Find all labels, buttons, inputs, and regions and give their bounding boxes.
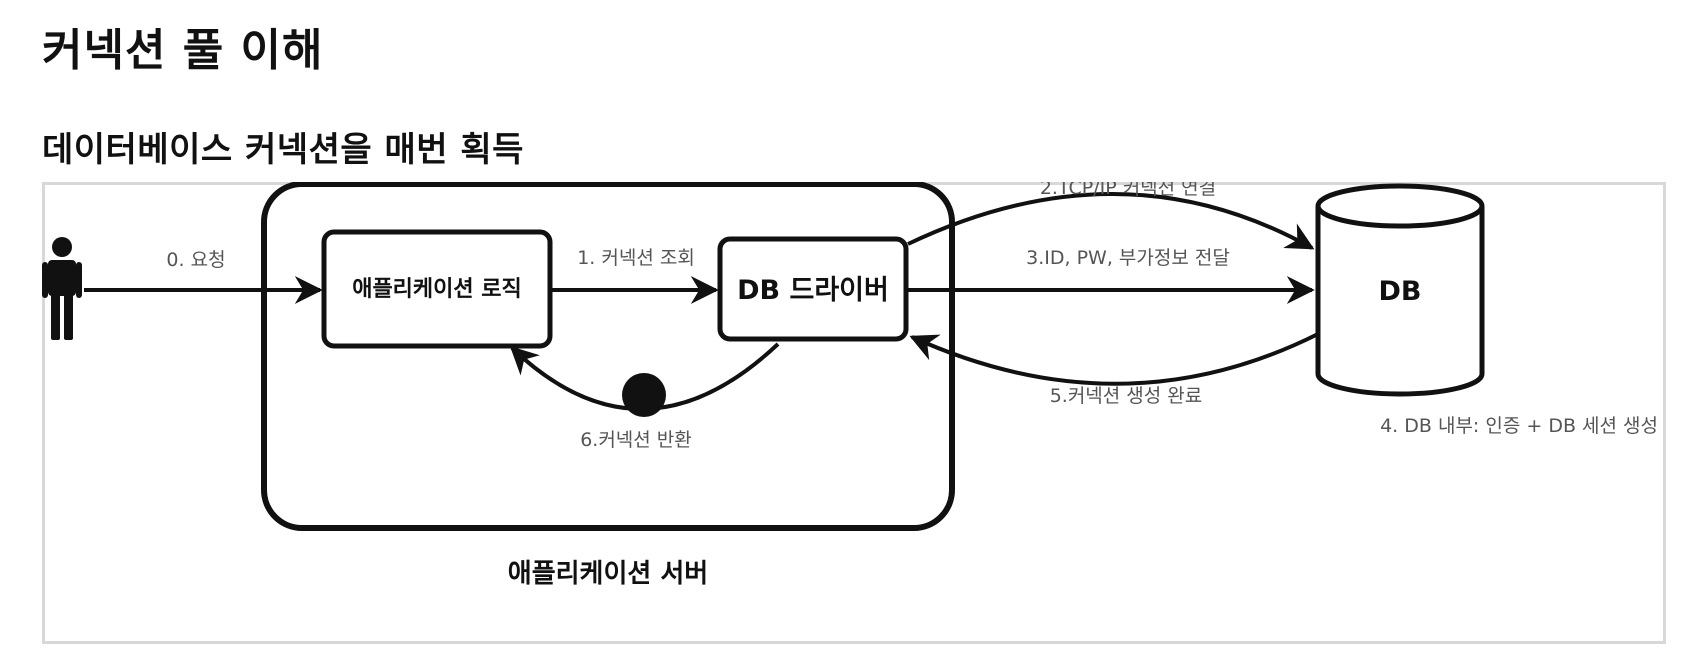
arrow-step5 (909, 332, 1319, 386)
page-title: 커넥션 풀 이해 (42, 25, 324, 76)
connection-diagram: 애플리케이션 로직 DB 드라이버 DB 0. 요청 1. 커넥션 조회 2.T… (42, 182, 1658, 589)
step5-label: 5.커넥션 생성 완료 (1050, 385, 1203, 407)
db-label: DB (1379, 276, 1422, 307)
step4-label: 4. DB 내부: 인증 + DB 세션 생성 (1380, 415, 1658, 437)
app-server-box (261, 182, 955, 531)
step0-label: 0. 요청 (166, 249, 225, 271)
arrow-step2 (907, 192, 1315, 250)
db-driver-box (717, 236, 909, 342)
app-logic-box (321, 229, 553, 349)
app-server-label: 애플리케이션 서버 (508, 559, 708, 589)
user-icon (42, 237, 82, 340)
step2-label: 2.TCP/IP 커넥션 연결 (1040, 182, 1216, 199)
section-heading: 데이터베이스 커넥션을 매번 획득 (42, 130, 524, 170)
step1-label: 1. 커넥션 조회 (577, 247, 695, 269)
db-driver-label: DB 드라이버 (737, 275, 889, 306)
db-cylinder (1315, 183, 1485, 397)
step3-label: 3.ID, PW, 부가정보 전달 (1026, 247, 1230, 269)
connection-dot (622, 373, 666, 417)
step6-label: 6.커넥션 반환 (580, 429, 692, 451)
app-logic-label: 애플리케이션 로직 (352, 277, 522, 302)
